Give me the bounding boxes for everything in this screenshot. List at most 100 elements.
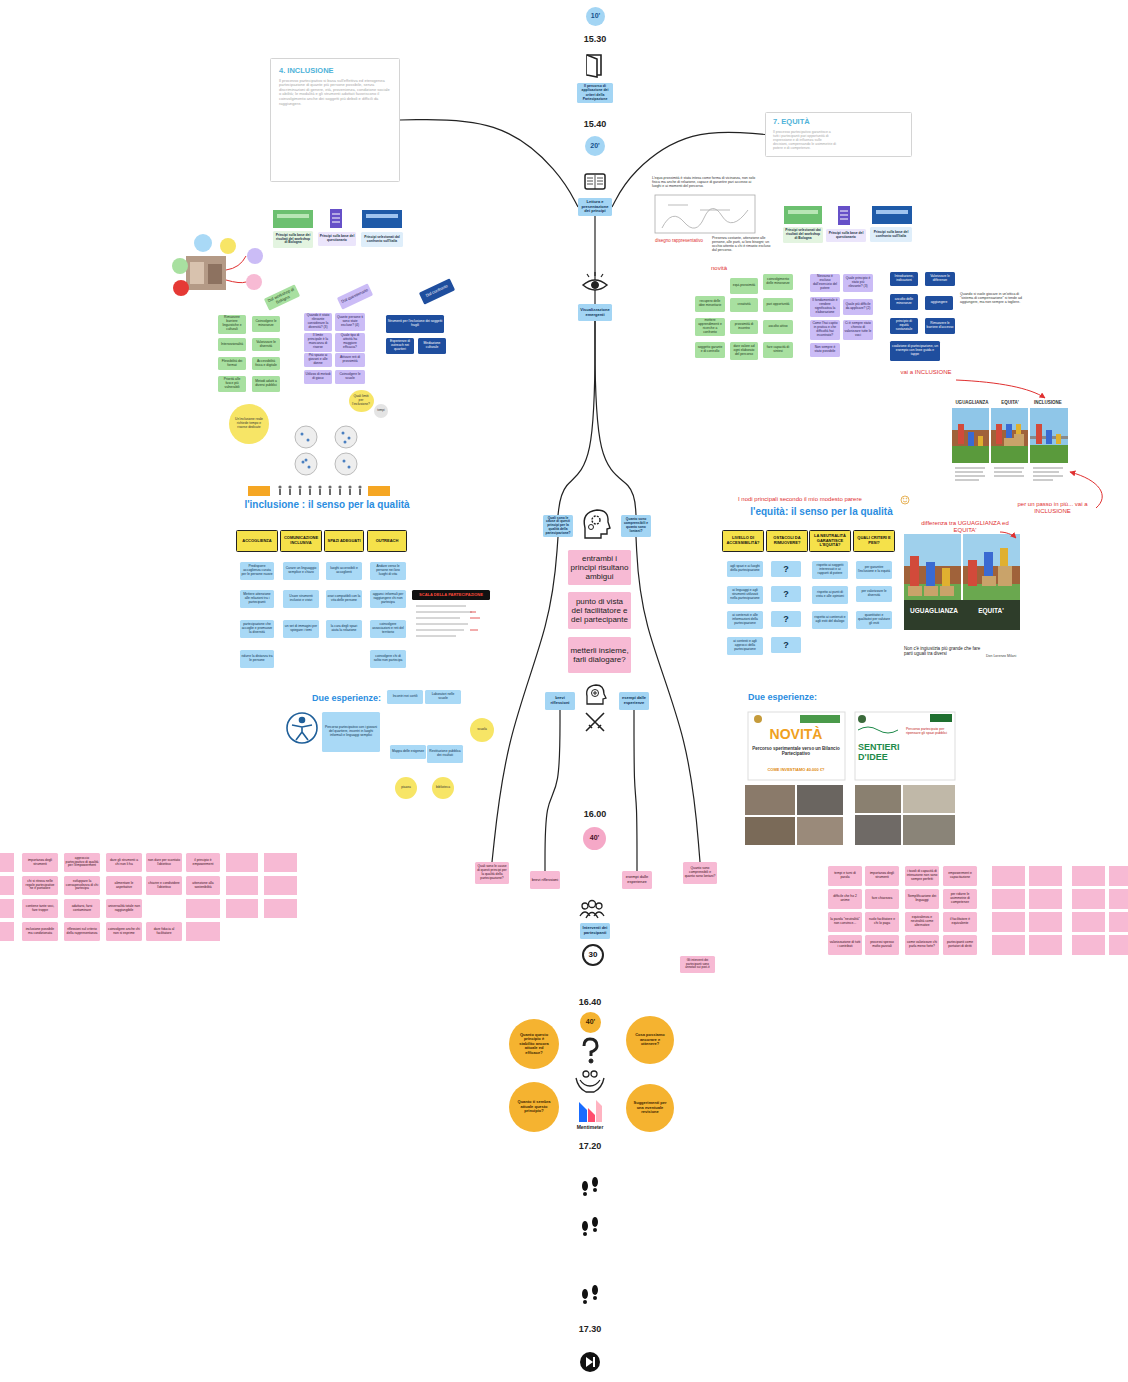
node-text: Mediazione culturale	[420, 342, 445, 350]
circle-charts	[302, 461, 305, 464]
sticky-note: processi spesso molto parziali	[865, 935, 899, 955]
equality-image	[991, 408, 1028, 463]
sticky-note: equi-prossimità	[730, 278, 758, 294]
circle-charts	[301, 432, 351, 469]
source-icons	[788, 210, 818, 214]
footprints-icon	[583, 1192, 587, 1196]
node-text: aggiungere	[931, 301, 948, 305]
people-icon	[580, 912, 604, 918]
empty-sticky	[1029, 912, 1062, 932]
equity-image	[904, 600, 1020, 630]
node-text: importanza degli strumenti	[24, 859, 57, 867]
text-label: vai a INCLUSIONE	[898, 369, 954, 376]
idea-head-icon	[587, 685, 606, 704]
sticky-note: Esperienze di outreach nei quartieri	[386, 338, 414, 354]
node-text: Lettura e presentazione dei principi	[580, 200, 611, 214]
node-text: Intersezionalità	[221, 343, 243, 347]
circle-charts	[301, 433, 304, 436]
equality-image	[1056, 434, 1061, 444]
sticky-note: ai contesti e agli approcci della partec…	[727, 637, 763, 655]
connector	[634, 710, 637, 871]
step-box: Quanto sono comprensibili e quanto sono …	[621, 515, 651, 537]
sticky-note: Mettere attenzione alle relazioni tra i …	[240, 590, 274, 608]
book-icon	[587, 55, 597, 77]
node-text: ai linguaggi e agli strumenti utilizzati…	[729, 589, 762, 600]
card-title: 4. INCLUSIONE	[279, 67, 334, 76]
source-icons	[277, 214, 309, 218]
node-text: 10'	[591, 12, 600, 20]
node-text: Rimuovere le barriere d'accesso	[927, 322, 954, 330]
photo-cluster	[247, 248, 263, 264]
node-text: Flessibilità dei format	[220, 360, 245, 368]
sticky-note: Coinvolgere le scuole	[335, 370, 365, 384]
circle-charts	[335, 426, 357, 448]
node-text: approccio partecipativo di qualità per l…	[66, 857, 99, 868]
source-icons	[362, 210, 402, 228]
node-text: Più spazio ai giovani e alle donne	[306, 354, 331, 365]
sticky-note: Rimuovere le barriere d'accesso	[925, 318, 955, 334]
sticky-note: Curare un linguaggio semplice e chiaro	[283, 562, 319, 580]
text-label: COME INVESTIAMO 40.000 €?	[752, 768, 840, 773]
posters	[855, 785, 901, 813]
sticky-note: Dal workshop di Bologna	[264, 284, 300, 310]
sticky-note: principio di equità sostanziale	[890, 318, 918, 334]
node-text: OSTACOLI DA RIMUOVERE?	[769, 536, 806, 545]
text-label: 15.40	[575, 119, 615, 129]
node-text: Principi selezionati dal confronto sull'…	[363, 236, 402, 244]
sticky-note: entrambi i principi risultano ambigui	[568, 550, 631, 585]
empty-sticky	[186, 922, 220, 941]
node-text: ?	[783, 640, 789, 650]
empty-sticky	[226, 876, 258, 895]
posters	[858, 715, 866, 723]
node-text: Curare un linguaggio semplice e chiaro	[285, 567, 318, 575]
text-label: L'equo-prossimità è stata intesa come fo…	[652, 176, 757, 188]
source-icons	[876, 210, 908, 214]
node-text: Percorso partecipativo con i giovani del…	[324, 726, 379, 737]
node-text: ai contesti e agli approcci della partec…	[729, 640, 762, 651]
node-text: Quando è stato rilevante considerare la …	[306, 314, 331, 329]
node-text: chiarire e condividere l'obiettivo	[148, 882, 181, 890]
node-text: Nessuno è escluso dall'esercizio del pot…	[812, 275, 839, 290]
footprints-icon	[582, 1177, 598, 1304]
posters	[754, 715, 762, 723]
thinking-head-icon	[592, 516, 600, 524]
equity-image	[984, 552, 993, 576]
connector	[595, 321, 636, 515]
source-icons	[872, 206, 912, 224]
posters	[930, 714, 952, 722]
node-text: tempi	[377, 409, 384, 412]
accessibility-icon	[300, 718, 305, 723]
node-text: Valorizzare le differenze	[927, 275, 954, 283]
sticky-note: partecipanti come portatori di diritti	[943, 935, 977, 955]
sticky-note: partecipazione che accoglie e promuove l…	[240, 620, 274, 638]
node-text: Quanto sono comprensibili e quanto sono …	[623, 518, 650, 533]
sticky-note: Restituzione pubblica dei risultati	[427, 745, 463, 763]
sticky-note: rispetto ai soggetti interessati e ai ra…	[812, 561, 848, 579]
node-text: LIVELLO DI ACCESSIBILITÀ?	[725, 536, 762, 545]
sticky-note: ridurre la distanza tra le persone	[240, 650, 274, 668]
sticky-note: soggetto garante e di controllo	[695, 342, 725, 358]
smiley	[903, 498, 905, 500]
posters	[903, 785, 955, 813]
sticky-note: Andare verso le persone nei loro luoghi …	[370, 562, 406, 580]
node-text: Predisporre accoglienza curata per le pe…	[242, 565, 273, 576]
sticky-note: Rimuovere barriere linguistiche e cultur…	[218, 315, 246, 334]
node-text: brevi riflessioni	[532, 878, 558, 883]
empty-sticky	[0, 853, 1128, 955]
equality-image	[1004, 438, 1014, 446]
banner: SCALA DELLA PARTECIPAZIONE	[412, 590, 490, 600]
text-label: 17.20	[570, 1141, 610, 1151]
node-text: Rimuovere barriere linguistiche e cultur…	[220, 316, 245, 331]
empty-sticky	[1029, 935, 1062, 955]
people-row	[348, 485, 351, 488]
sticky-note: coinvolgimento delle minoranze	[763, 274, 793, 290]
empty-sticky	[1072, 935, 1105, 955]
text-label: I nodi principali secondo il mio modesto…	[738, 496, 898, 503]
node-text: recupero delle idee minoritarie	[697, 300, 724, 308]
node-text: Non sempre è stato possibile	[812, 346, 839, 354]
sticky-note: Attivare reti di prossimità	[335, 353, 365, 367]
node-text: riflessioni sul criterio della rappresen…	[66, 928, 99, 936]
step-box: Quali sono le cause di questi principi p…	[543, 515, 573, 537]
time-circle: 40'	[583, 827, 606, 850]
